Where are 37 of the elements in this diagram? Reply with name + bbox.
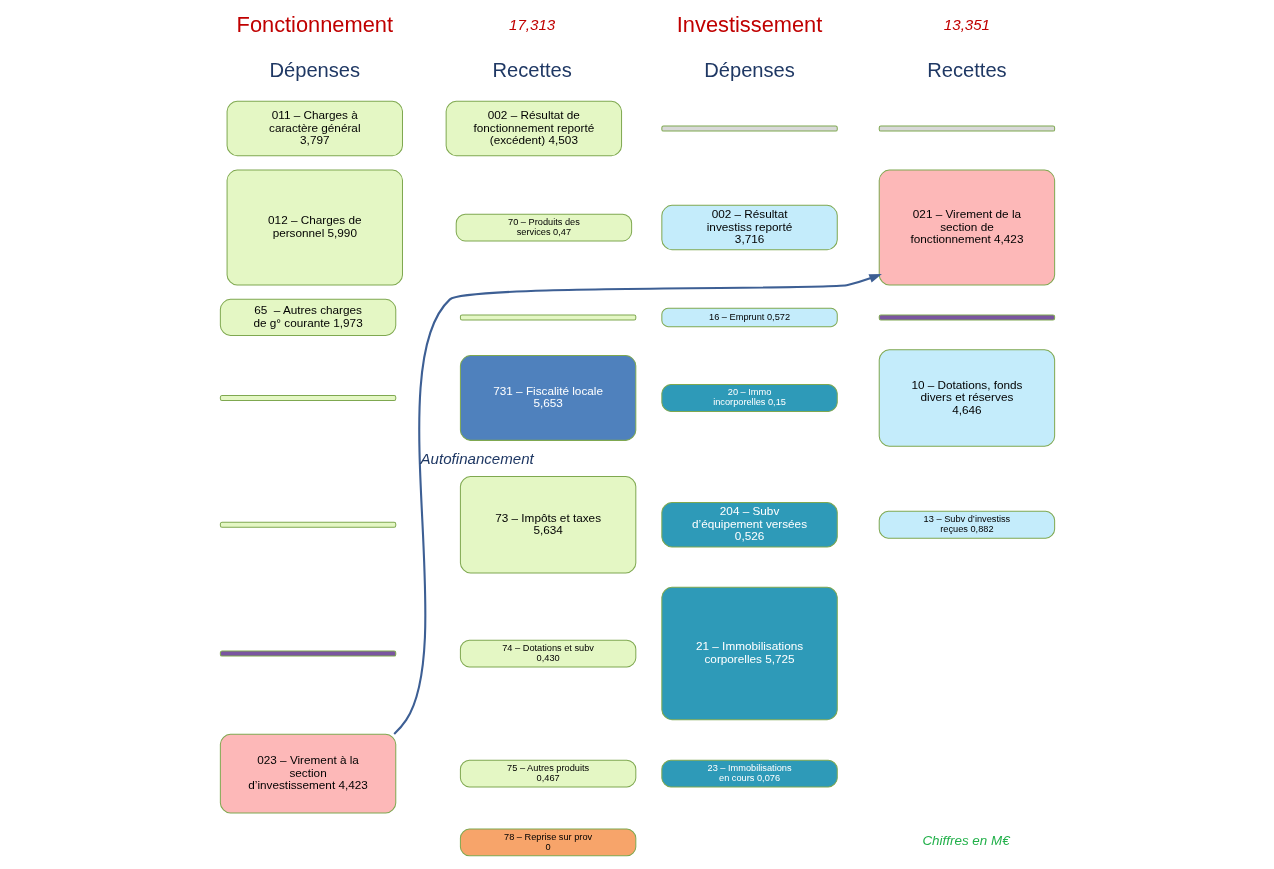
label: 13,351 bbox=[943, 15, 990, 33]
node-box: 23 – Immobilisations en cours 0,076 bbox=[660, 759, 838, 788]
node-bar bbox=[878, 125, 1055, 132]
label: Dépenses bbox=[268, 59, 360, 82]
node-box: 021 – Virement de la section de fonctionnement 4,423 bbox=[878, 169, 1055, 286]
node-bar bbox=[219, 650, 396, 657]
node-box: 023 – Virement à la section d’investissement 4,423 bbox=[219, 733, 396, 814]
node-box: 731 – Fiscalité locale 5,653 bbox=[459, 355, 636, 441]
node-box: 78 – Reprise sur prov 0 bbox=[459, 828, 636, 857]
label: Dépenses bbox=[703, 59, 795, 82]
node-box: 65 – Autres charges de g° courante 1,973 bbox=[219, 298, 396, 336]
node-box: 002 – Résultat investiss reporté 3,716 bbox=[660, 204, 838, 251]
label: Chiffres en M€ bbox=[921, 832, 1010, 848]
node-box: 13 – Subv d’investiss reçues 0,882 bbox=[878, 510, 1055, 539]
node-box: 70 – Produits des services 0,47 bbox=[455, 213, 632, 242]
node-bar bbox=[459, 314, 636, 321]
node-box: 012 – Charges de personnel 5,990 bbox=[226, 169, 403, 286]
node-bar bbox=[660, 125, 838, 132]
node-bar bbox=[219, 521, 396, 528]
label: Recettes bbox=[926, 59, 1007, 82]
node-box: 10 – Dotations, fonds divers et réserves 4,646 bbox=[878, 349, 1055, 447]
label: 17,313 bbox=[508, 15, 555, 33]
node-box: 204 – Subv d’équipement versées 0,526 bbox=[660, 502, 838, 548]
node-box: 20 – Immo incorporelles 0,15 bbox=[660, 384, 838, 412]
node-box: 011 – Charges à caractère général 3,797 bbox=[226, 100, 403, 157]
node-box: 002 – Résultat de fonctionnement reporté (excédent) 4,503 bbox=[445, 100, 622, 157]
node-box: 16 – Emprunt 0,572 bbox=[660, 307, 838, 328]
node-box: 74 – Dotations et subv 0,430 bbox=[459, 639, 636, 668]
node-box: 21 – Immobilisations corporelles 5,725 bbox=[660, 586, 838, 721]
label: Investissement bbox=[676, 12, 822, 38]
node-bar bbox=[219, 394, 396, 401]
node-box: 73 – Impôts et taxes 5,634 bbox=[459, 475, 636, 574]
arrow bbox=[392, 273, 882, 735]
node-bar bbox=[878, 314, 1055, 321]
label: Recettes bbox=[491, 59, 572, 82]
node-box: 75 – Autres produits 0,467 bbox=[459, 759, 636, 788]
label: Fonctionnement bbox=[236, 12, 393, 38]
